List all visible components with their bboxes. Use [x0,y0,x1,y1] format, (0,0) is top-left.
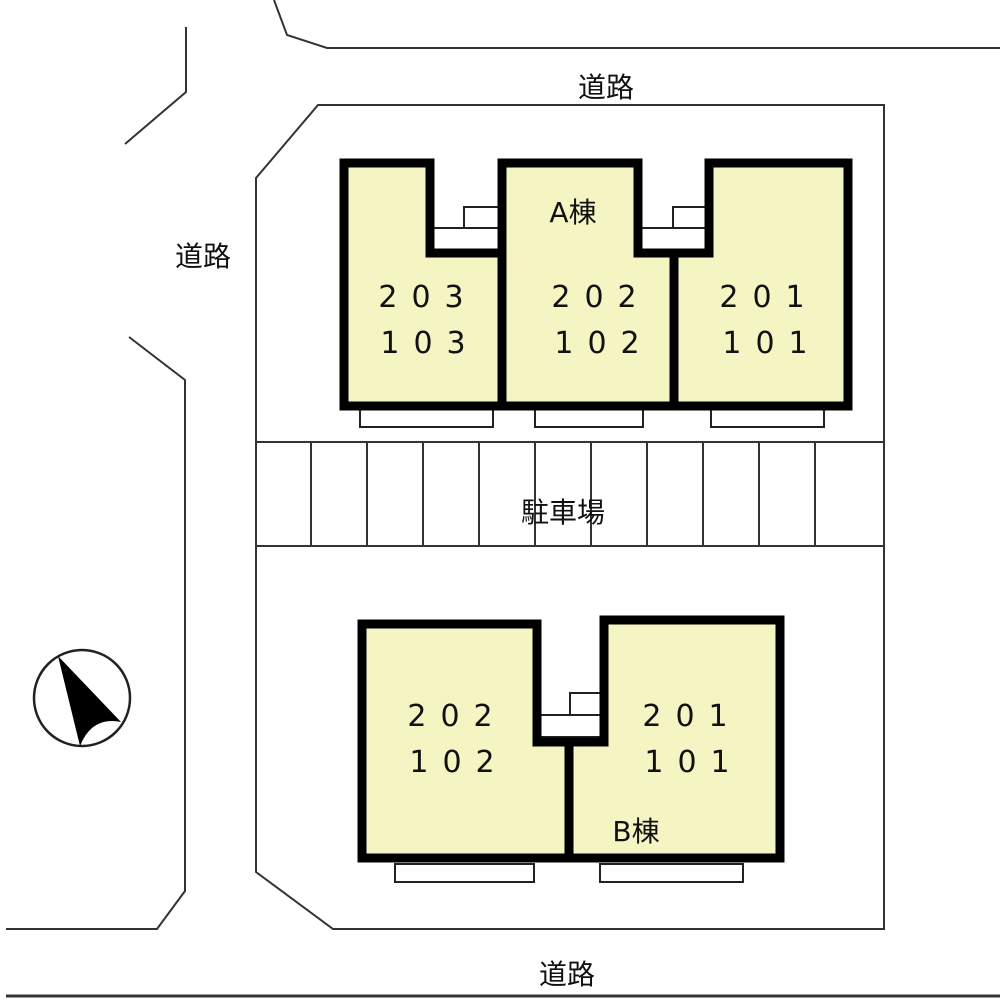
road-label-top: 道路 [577,71,635,104]
unit-number-lower: 102 [409,745,509,780]
site-boundary [255,104,885,930]
unit-number-upper: 201 [719,280,819,315]
unit-number-lower: 103 [380,326,480,361]
road-label-left: 道路 [174,240,232,273]
building-b-label: B棟 [612,815,660,848]
building-a [339,158,853,428]
unit-number-upper: 203 [378,280,478,315]
unit-b-201-101 [564,615,785,863]
unit-b-202-102 [357,619,574,863]
building-b [357,615,785,883]
parking-lot [256,441,884,547]
road-edge-left-upper [124,27,187,145]
unit-a-201-101 [669,158,853,411]
parking-label: 駐車場 [520,496,606,529]
road-label-bottom: 道路 [538,958,596,991]
north-arrow-icon [32,648,132,748]
unit-number-upper: 202 [407,699,507,734]
road-edge-left-lower [6,336,186,930]
unit-number-upper: 202 [551,280,651,315]
unit-number-lower: 102 [554,326,654,361]
building-a-label: A棟 [549,196,597,229]
unit-number-upper: 201 [642,699,742,734]
unit-number-lower: 101 [644,745,744,780]
unit-number-lower: 101 [722,326,822,361]
road-edge-top [273,0,1000,49]
